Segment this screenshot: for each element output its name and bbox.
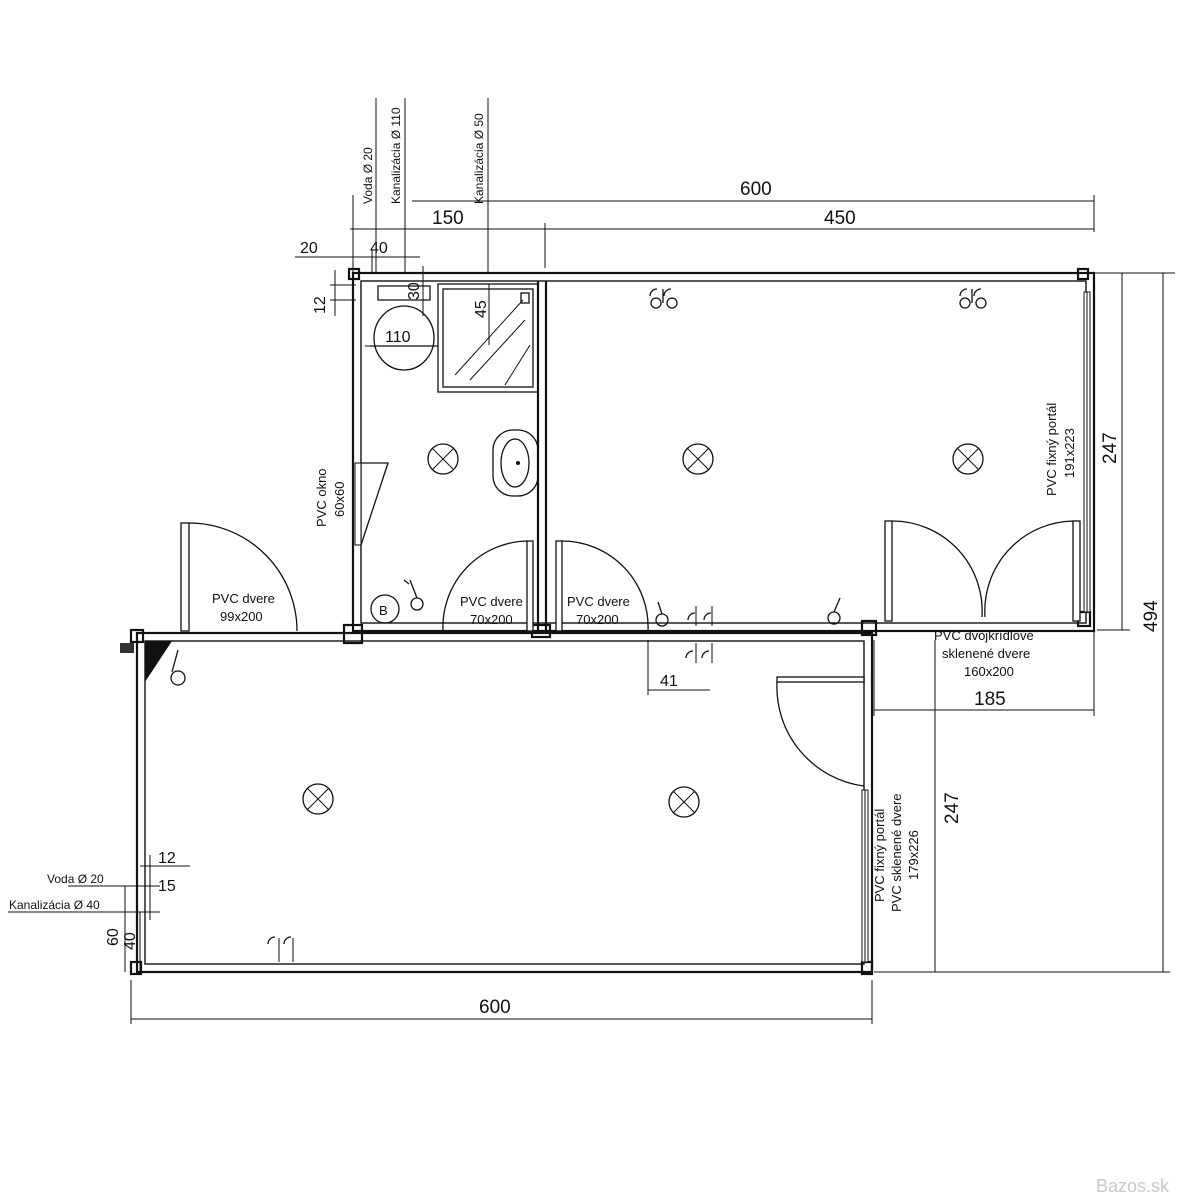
dim-top-450: 450 bbox=[824, 208, 856, 229]
door-main bbox=[180, 522, 298, 632]
dim-41: 41 bbox=[660, 673, 678, 690]
double-door-line2: sklenené dvere bbox=[942, 646, 1030, 661]
switch-icon bbox=[655, 601, 669, 627]
ceiling-light-icon bbox=[427, 443, 459, 475]
utility-left-drain: Kanalizácia Ø 40 bbox=[9, 898, 100, 912]
dim-left-12: 12 bbox=[158, 850, 176, 867]
watermark: Bazos.sk bbox=[1096, 1176, 1170, 1196]
socket-icon bbox=[959, 288, 987, 309]
portals bbox=[354, 291, 1091, 963]
dim-left-60: 60 bbox=[105, 928, 122, 946]
switch-icon bbox=[170, 649, 186, 686]
window-label: PVC okno bbox=[314, 468, 329, 527]
opening-labels: PVC okno 60x60 PVC dvere 99x200 PVC dver… bbox=[212, 403, 1077, 912]
fixtures: B bbox=[120, 283, 539, 682]
dim-left-15: 15 bbox=[158, 878, 176, 895]
portal-lower-line2: PVC sklenené dvere bbox=[889, 793, 904, 912]
utility-labels: Voda Ø 20 Kanalizácia Ø 110 Kanalizácia … bbox=[9, 107, 486, 912]
portal-right-size: 191x223 bbox=[1062, 428, 1077, 478]
window-size: 60x60 bbox=[332, 482, 347, 517]
doors bbox=[180, 520, 1081, 787]
panel-icon bbox=[120, 641, 172, 682]
switch-icon bbox=[827, 597, 841, 625]
dim-12: 12 bbox=[312, 296, 329, 314]
double-door-line1: PVC dvojkrídlové bbox=[934, 628, 1034, 643]
dimension-labels: 600 450 150 20 40 12 110 30 45 41 185 24… bbox=[105, 179, 1162, 1018]
door-bathroom bbox=[442, 540, 534, 632]
door-room-label: PVC dvere bbox=[567, 594, 630, 609]
door-bath-label: PVC dvere bbox=[460, 594, 523, 609]
dim-110: 110 bbox=[385, 329, 411, 346]
switches bbox=[170, 579, 841, 686]
utility-top-drain-110: Kanalizácia Ø 110 bbox=[389, 107, 403, 204]
portal-right-label: PVC fixný portál bbox=[1044, 403, 1059, 496]
door-lower-glass bbox=[776, 676, 865, 787]
dim-left-40: 40 bbox=[122, 932, 139, 950]
ceiling-light-icon bbox=[668, 786, 700, 818]
utility-left-water: Voda Ø 20 bbox=[47, 872, 104, 886]
socket-icon bbox=[685, 643, 713, 663]
utility-top-drain-50: Kanalizácia Ø 50 bbox=[472, 113, 486, 204]
toilet-icon bbox=[370, 285, 438, 371]
dim-185: 185 bbox=[974, 689, 1006, 710]
sink-icon bbox=[492, 429, 539, 497]
dim-top-600: 600 bbox=[740, 179, 772, 200]
door-main-label: PVC dvere bbox=[212, 591, 275, 606]
dimension-lines bbox=[8, 98, 1175, 1024]
boiler-letter: B bbox=[379, 603, 388, 618]
door-room-size: 70x200 bbox=[576, 612, 619, 627]
sockets bbox=[267, 288, 987, 962]
double-door-size: 160x200 bbox=[964, 664, 1014, 679]
dim-20: 20 bbox=[300, 240, 318, 257]
dim-right-247-upper: 247 bbox=[1100, 432, 1121, 464]
door-double-glass bbox=[884, 520, 1081, 622]
ceiling-light-icon bbox=[952, 443, 984, 475]
door-main-size: 99x200 bbox=[220, 609, 263, 624]
lights bbox=[302, 443, 984, 818]
portal-lower-size: 179x226 bbox=[906, 830, 921, 880]
dim-45: 45 bbox=[473, 300, 490, 318]
ceiling-light-icon bbox=[302, 783, 334, 815]
boiler-icon: B bbox=[370, 594, 400, 624]
door-room bbox=[555, 540, 649, 632]
door-bath-size: 70x200 bbox=[470, 612, 513, 627]
dim-40: 40 bbox=[370, 240, 388, 257]
ceiling-light-icon bbox=[682, 443, 714, 475]
dim-top-150: 150 bbox=[432, 208, 464, 229]
portal-lower-line1: PVC fixný portál bbox=[872, 809, 887, 902]
dim-right-247-lower: 247 bbox=[942, 792, 963, 824]
switch-icon bbox=[403, 579, 424, 611]
shower-icon bbox=[437, 283, 539, 393]
socket-icon bbox=[649, 288, 678, 309]
utility-top-water: Voda Ø 20 bbox=[361, 147, 375, 204]
socket-icon bbox=[687, 606, 713, 626]
dim-494: 494 bbox=[1141, 600, 1162, 632]
dim-bottom-600: 600 bbox=[479, 997, 511, 1018]
socket-icon bbox=[267, 936, 294, 962]
dim-30: 30 bbox=[406, 282, 423, 300]
